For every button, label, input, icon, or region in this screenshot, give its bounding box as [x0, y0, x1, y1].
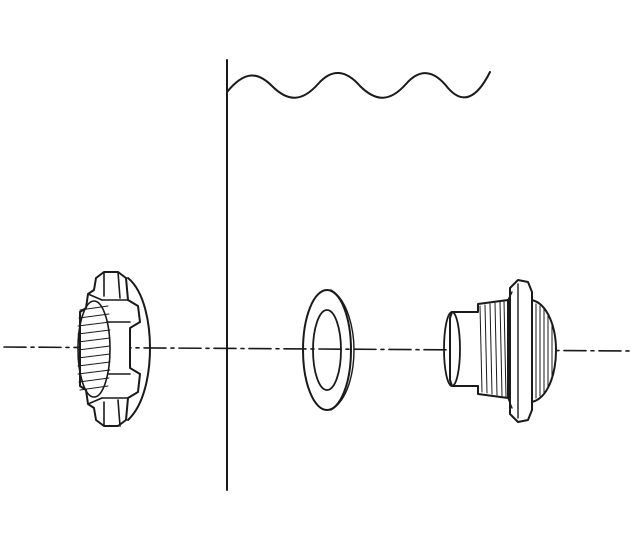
- nut-ribs: [87, 271, 131, 427]
- nut-threads: [77, 305, 111, 391]
- fitting-flange: [509, 279, 533, 423]
- fitting-spigot: [449, 299, 509, 399]
- gasket-outer: [302, 289, 352, 411]
- wall-wavy-edge: [226, 71, 491, 99]
- lock-nut: [77, 271, 151, 427]
- flange-shoulder: [507, 291, 513, 409]
- sealing-gasket: [302, 289, 355, 411]
- nut-flange-rim: [127, 277, 151, 421]
- gasket-edge: [330, 289, 355, 411]
- nut-bore: [77, 300, 111, 398]
- spigot-end: [443, 311, 461, 387]
- gasket-inner: [312, 309, 342, 391]
- bulkhead-fitting: [443, 279, 557, 423]
- spigot-threads: [479, 300, 507, 398]
- tank-wall: [226, 59, 491, 491]
- collar-ribs: [535, 303, 553, 399]
